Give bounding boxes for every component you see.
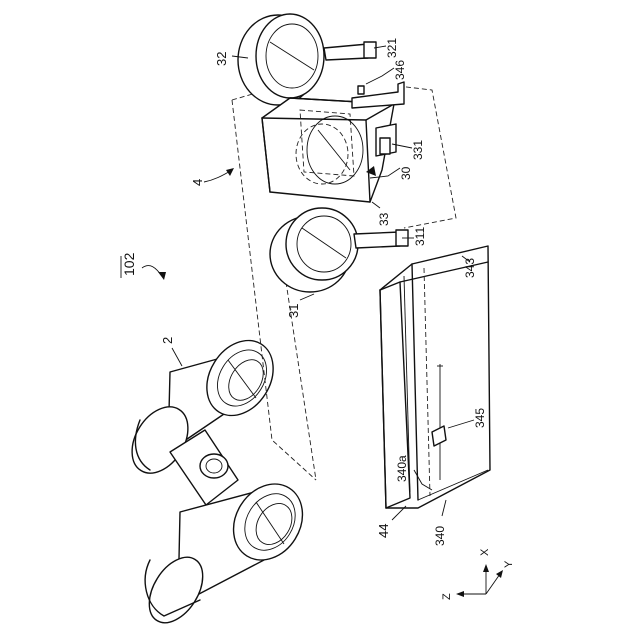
label-345: 345	[473, 408, 487, 428]
axis-y-label: Y	[503, 560, 515, 568]
label-346: 346	[393, 60, 407, 80]
holder-body	[262, 98, 394, 202]
label-321: 321	[385, 38, 399, 58]
label-31: 31	[286, 304, 301, 318]
label-343: 343	[463, 258, 477, 278]
arrowhead-102	[158, 272, 166, 280]
axis-x-label: X	[479, 548, 491, 556]
figure-label-102: 102	[121, 252, 137, 276]
label-331: 331	[411, 140, 425, 160]
label-340a: 340a	[395, 455, 409, 482]
label-2: 2	[160, 337, 175, 344]
label-340: 340	[433, 526, 447, 546]
focus-knob	[200, 454, 228, 478]
label-32: 32	[214, 52, 229, 66]
arrow-102-lead	[142, 266, 162, 276]
label-4: 4	[190, 179, 205, 186]
axis-z-label: Z	[441, 593, 453, 600]
axes-indicator: X Y Z	[441, 548, 515, 600]
label-33: 33	[377, 212, 391, 226]
ring-32	[238, 14, 376, 105]
binoculars	[121, 328, 317, 632]
pin-346	[358, 86, 364, 94]
label-44: 44	[376, 524, 391, 538]
label-30: 30	[399, 166, 413, 180]
arrowhead-4	[226, 168, 234, 176]
clip-321	[364, 42, 376, 58]
label-311: 311	[413, 227, 427, 246]
